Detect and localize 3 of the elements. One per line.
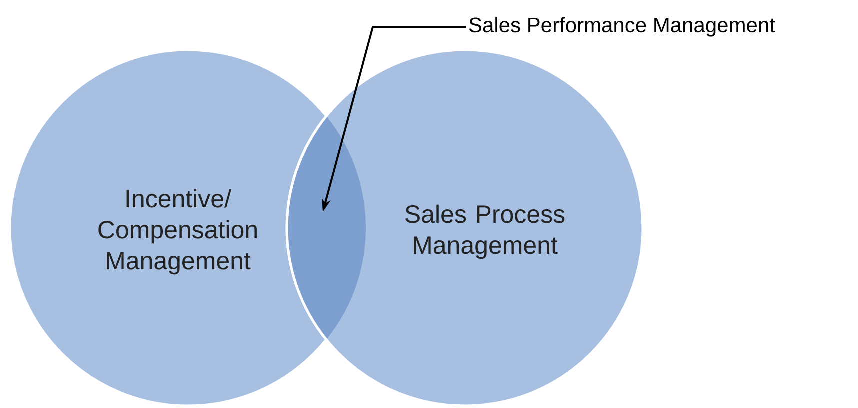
node-label: Sales Process Management [406, 204, 565, 260]
callout-label: Sales Performance Management [469, 17, 776, 37]
overlap-region [286, 116, 366, 341]
